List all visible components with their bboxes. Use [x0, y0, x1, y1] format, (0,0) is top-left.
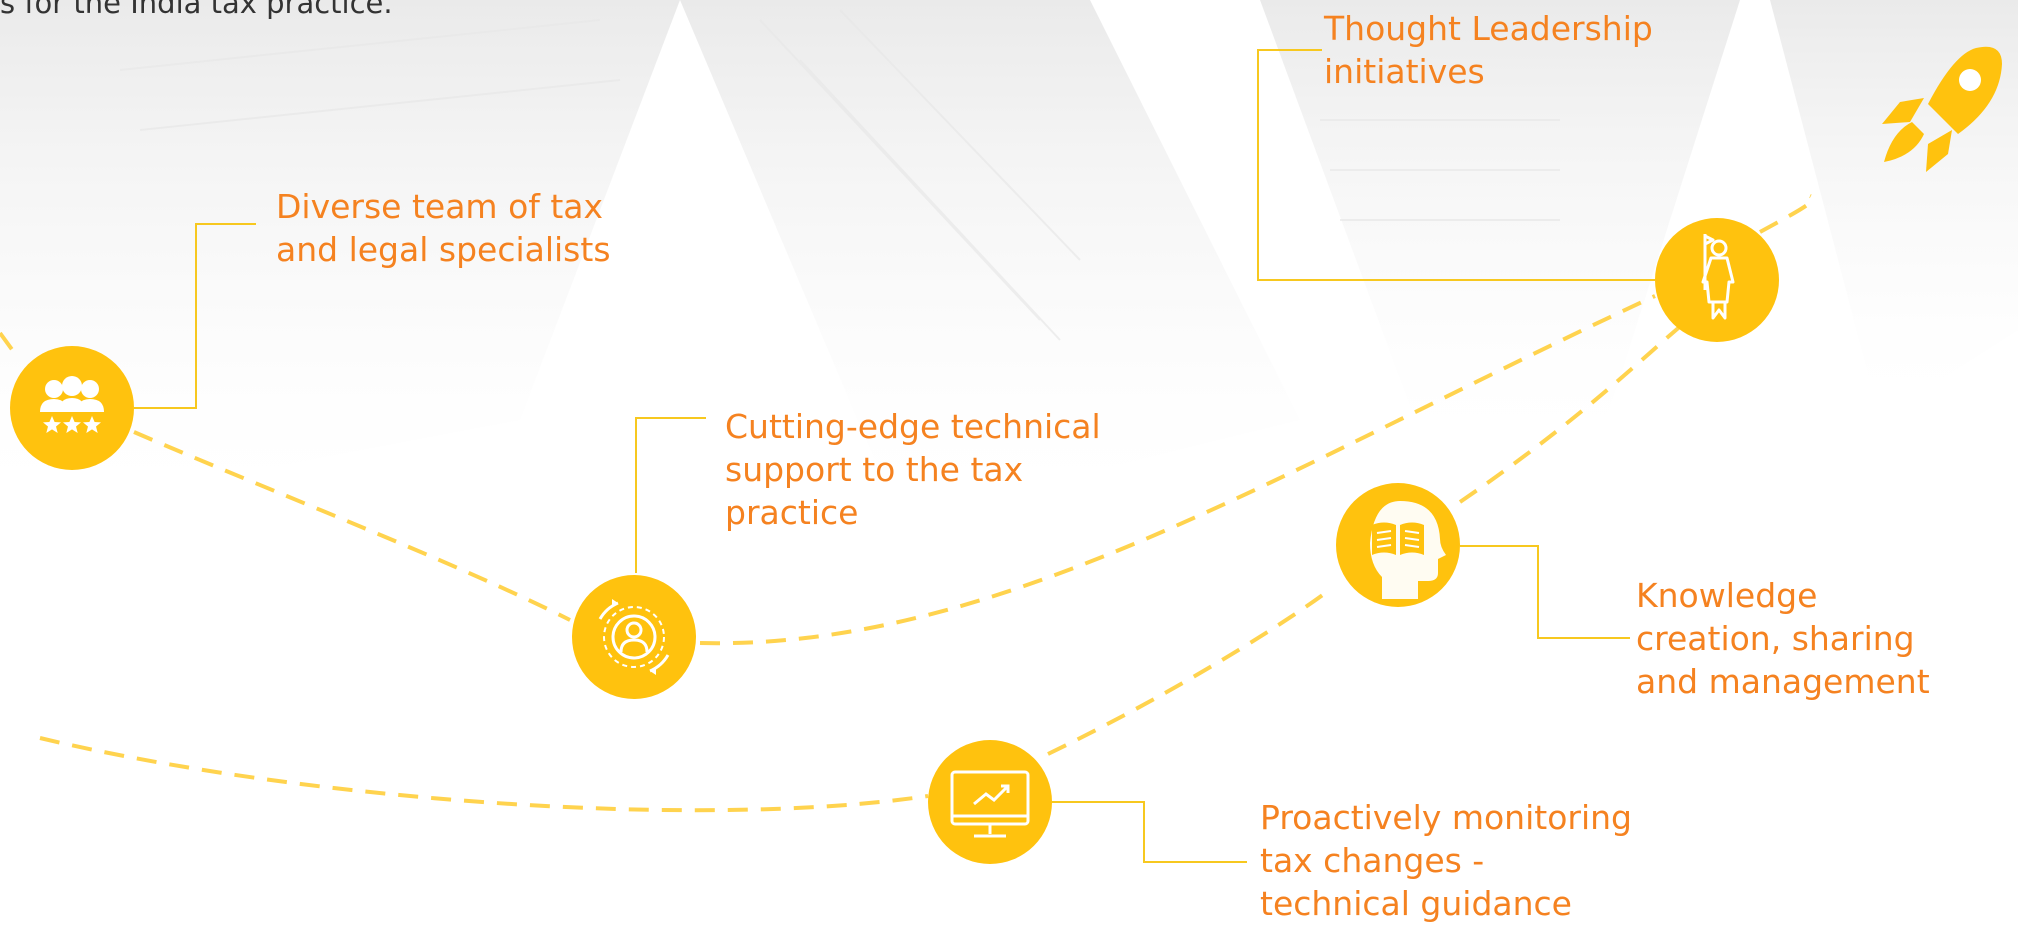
path-segment-monitoring-knowledge	[1047, 586, 1334, 756]
path-segment-entry	[0, 331, 18, 357]
path-segment-team-support	[133, 430, 571, 622]
gear-person-icon	[598, 599, 670, 675]
book-head-icon	[1370, 501, 1446, 599]
intro-text: s for the India tax practice.	[0, 0, 393, 20]
rocket-icon	[1882, 46, 2002, 172]
connector-lines	[134, 49, 1655, 863]
monitor-chart-icon	[950, 770, 1030, 838]
label-support: Cutting-edge technical support to the ta…	[725, 407, 1101, 532]
path-segment-support-leadership	[699, 294, 1656, 646]
node-monitoring	[928, 740, 1052, 864]
label-monitoring: Proactively monitoring tax changes - tec…	[1260, 798, 1632, 923]
node-team	[10, 346, 134, 470]
label-leadership: Thought Leadership initiatives	[1324, 9, 1653, 91]
path-segment-knowledge-leadership	[1458, 316, 1692, 504]
team-stars-icon	[40, 376, 104, 433]
node-leadership	[1655, 218, 1779, 342]
dashed-path	[0, 194, 1815, 813]
leader-flag-icon	[1701, 234, 1735, 320]
connector-leadership	[1257, 49, 1655, 281]
connector-team	[134, 223, 256, 409]
path-segment-leadership-rocket	[1759, 194, 1815, 234]
label-team: Diverse team of tax and legal specialist…	[276, 187, 611, 269]
connector-monitoring	[1052, 801, 1247, 863]
connector-support	[635, 417, 706, 573]
node-knowledge	[1336, 483, 1460, 607]
connector-knowledge	[1460, 545, 1630, 639]
label-knowledge: Knowledge creation, sharing and manageme…	[1636, 576, 1930, 701]
node-support	[572, 575, 696, 699]
